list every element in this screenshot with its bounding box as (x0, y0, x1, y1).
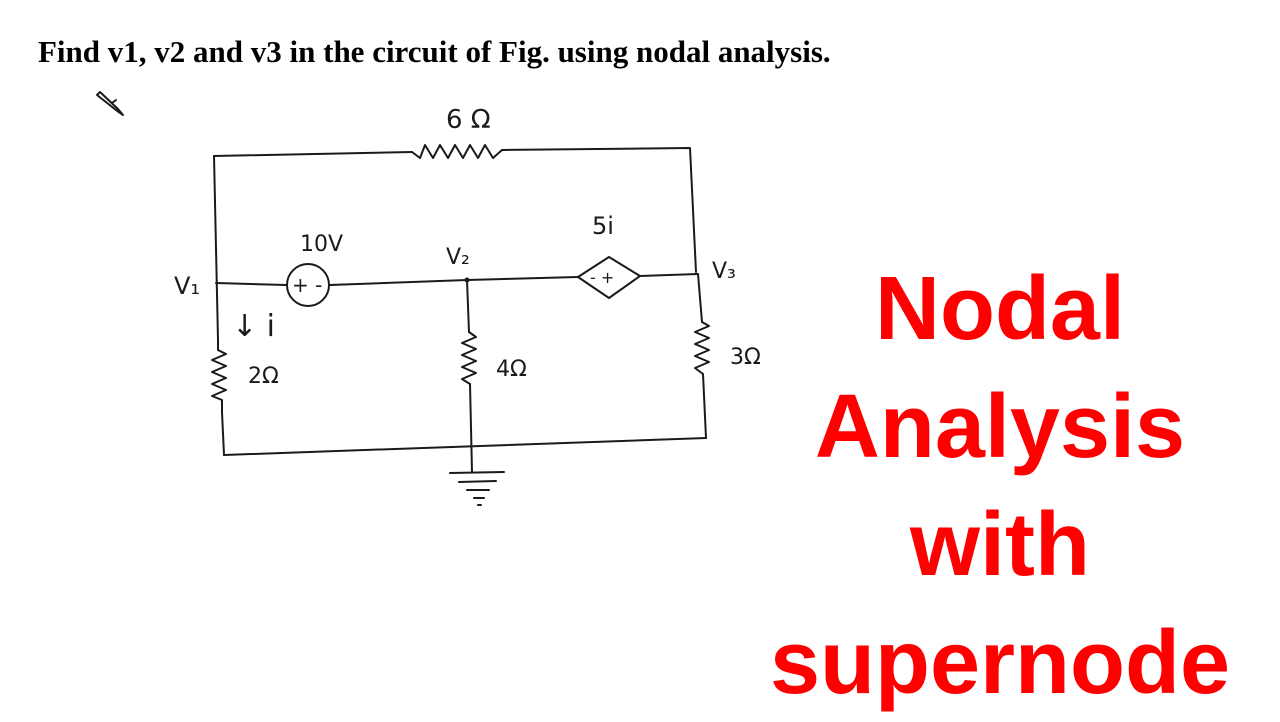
label-4ohm: 4Ω (496, 357, 527, 382)
resistor-6ohm (411, 144, 503, 159)
dep-to-v3-wire (639, 273, 699, 277)
left-lower-wire (221, 411, 225, 456)
title-line: Analysis (814, 377, 1186, 477)
label-6ohm: 6 Ω (446, 105, 491, 135)
right-lower-wire (702, 373, 707, 439)
pencil-cursor-icon (96, 91, 124, 116)
label-3ohm: 3Ω (730, 345, 761, 370)
node-v3-label: V₃ (712, 259, 736, 284)
label-5i: 5i (592, 212, 614, 240)
resistor-3ohm (694, 321, 710, 375)
bottom-wire (223, 437, 707, 456)
ground-icon (449, 471, 505, 506)
question-text: Find v1, v2 and v3 in the circuit of Fig… (38, 34, 831, 69)
svg-text:- +: - + (590, 268, 614, 287)
source-to-dep-wire (329, 276, 579, 286)
label-2ohm: 2Ω (248, 364, 279, 389)
dependent-voltage-source: - + (577, 256, 641, 299)
top-wire (213, 147, 697, 273)
title-line: Nodal (874, 259, 1125, 359)
title-line: supernode (769, 613, 1231, 713)
label-10v: 10V (300, 232, 343, 257)
node-v2-label: V₂ (446, 245, 470, 270)
right-upper-wire (697, 273, 703, 323)
current-i-label: ↓ i (232, 309, 275, 344)
v1-to-source-wire (215, 282, 287, 286)
title-line: with (910, 495, 1090, 595)
node-v1-label: V₁ (174, 272, 200, 300)
resistor-2ohm (211, 339, 227, 413)
svg-text:+ -: + - (292, 273, 322, 297)
video-title: Nodal Analysis with supernode (730, 250, 1270, 722)
voltage-source-10v: + - (286, 263, 330, 307)
middle-lower-wire (469, 383, 473, 473)
resistor-4ohm (461, 331, 477, 385)
v2-down-wire (466, 279, 470, 333)
left-wire (213, 155, 219, 341)
